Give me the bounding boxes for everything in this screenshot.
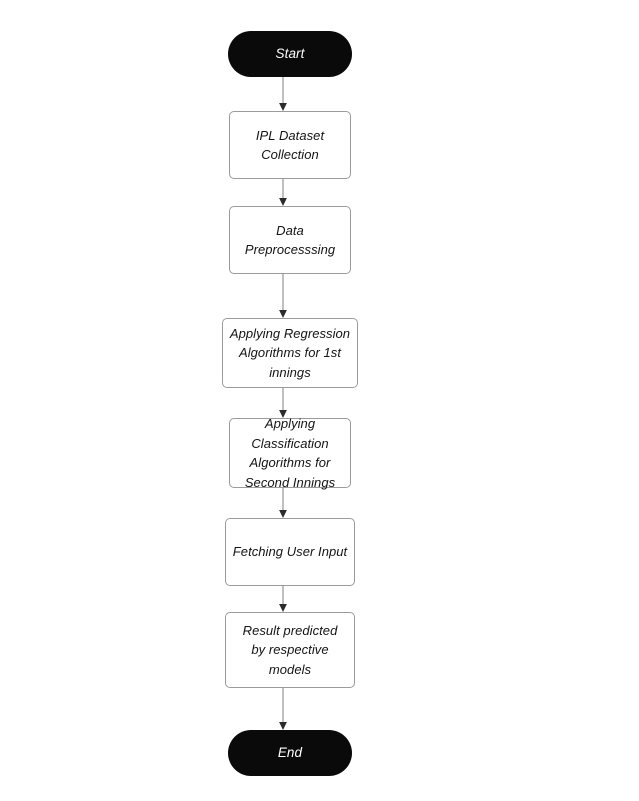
flowchart-node-ipl-dataset-collection: IPL Dataset Collection xyxy=(229,111,351,179)
node-label-data-preprocessing: Data Preprocesssing xyxy=(244,222,336,258)
flowchart-node-start: Start xyxy=(228,31,352,77)
node-label-result-predicted: Result predicted by respective models xyxy=(242,622,338,677)
node-label-fetching-user-input: Fetching User Input xyxy=(232,544,348,560)
connector-arrow xyxy=(276,179,290,206)
node-label-applying-classification-algorithms: Applying Classification Algorithms for S… xyxy=(244,416,336,490)
node-label-applying-regression-algorithms: Applying Regression Algorithms for 1st i… xyxy=(229,325,351,380)
flowchart-node-applying-classification-algorithms: Applying Classification Algorithms for S… xyxy=(229,416,351,490)
node-label-start: Start xyxy=(275,45,305,61)
connector-arrow xyxy=(276,688,290,730)
flowchart-node-result-predicted: Result predicted by respective models xyxy=(225,612,355,688)
connector-arrow xyxy=(276,77,290,111)
connector-arrow xyxy=(276,274,290,318)
connector-arrow xyxy=(276,586,290,612)
node-label-ipl-dataset-collection: IPL Dataset Collection xyxy=(255,127,325,163)
flowchart-node-end: End xyxy=(228,730,352,776)
connector-arrow xyxy=(276,488,290,518)
flowchart-node-fetching-user-input: Fetching User Input xyxy=(225,518,355,586)
node-label-end: End xyxy=(277,744,303,760)
flowchart-node-data-preprocessing: Data Preprocesssing xyxy=(229,206,351,274)
flowchart-node-applying-regression-algorithms: Applying Regression Algorithms for 1st i… xyxy=(222,318,358,388)
